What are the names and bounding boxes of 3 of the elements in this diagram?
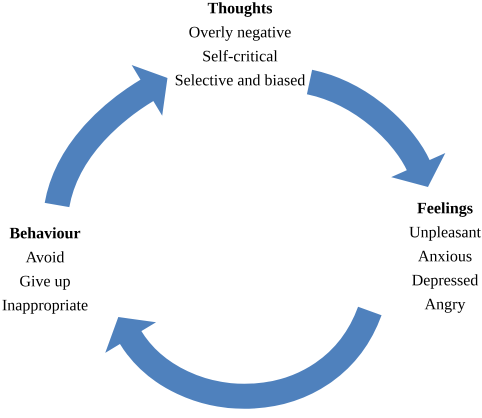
node-label: Thoughts Overly negative Self-critical Selective and biased [176,2,306,86]
node-label: Feelings Unpleasant Anxious Depressed Angry [409,202,481,313]
node-label: Behaviour Avoid Give up Inappropriate [2,227,88,314]
